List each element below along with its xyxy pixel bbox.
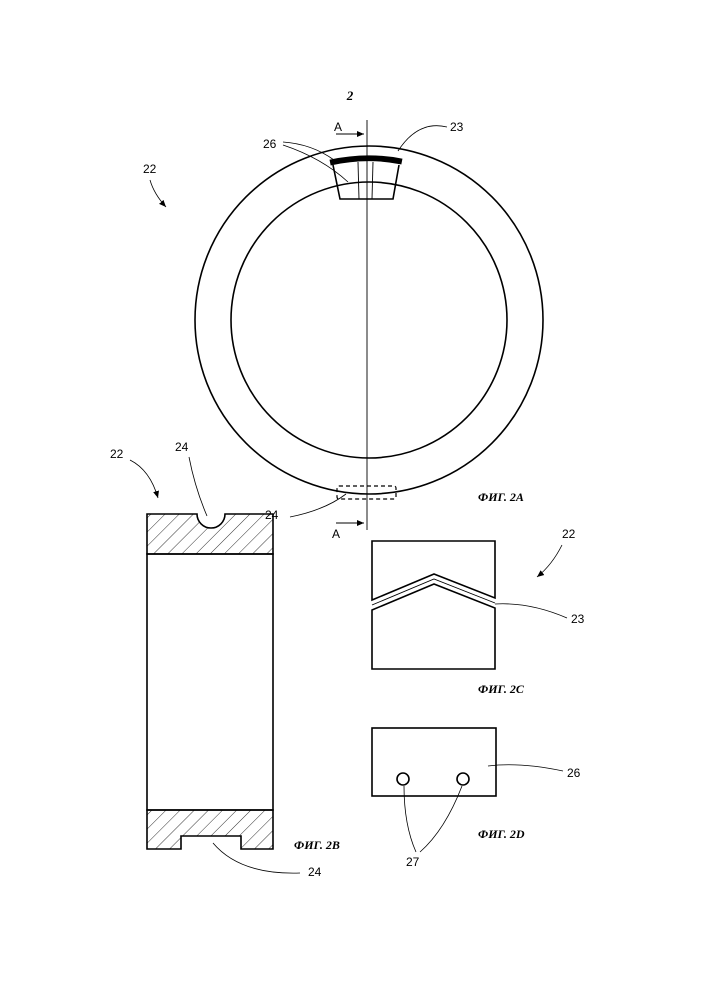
caption-fig-2d: ФИГ. 2D bbox=[478, 827, 525, 841]
hole-left bbox=[397, 773, 409, 785]
ring-inner-edge bbox=[231, 182, 507, 458]
section-letter-top: A bbox=[334, 120, 342, 134]
page-number: 2 bbox=[346, 88, 354, 103]
leader-groove-top-2b bbox=[189, 457, 207, 516]
caption-fig-2a: ФИГ. 2А bbox=[478, 490, 524, 504]
label-holes-2d: 27 bbox=[406, 855, 420, 869]
section-letter-bottom: A bbox=[332, 527, 340, 541]
leader-strip-2a bbox=[398, 126, 447, 151]
hole-right bbox=[457, 773, 469, 785]
leader-insert-2d bbox=[488, 765, 563, 771]
caption-fig-2b: ФИГ. 2В bbox=[294, 838, 340, 852]
label-strip-2c: 23 bbox=[571, 612, 585, 626]
label-insert-2a: 26 bbox=[263, 137, 277, 151]
leader-strip-2c bbox=[495, 604, 567, 618]
arrow-ring-2c bbox=[537, 545, 562, 577]
figure-2c: 22 23 ФИГ. 2С bbox=[372, 527, 585, 696]
upper-block bbox=[372, 541, 495, 600]
strip-element bbox=[330, 156, 402, 165]
label-groove-top-2b: 24 bbox=[175, 440, 189, 454]
label-insert-2d: 26 bbox=[567, 766, 581, 780]
figure-2b: 22 24 24 ФИГ. 2В bbox=[110, 440, 340, 879]
label-ring-2c: 22 bbox=[562, 527, 576, 541]
label-groove-bottom-2b: 24 bbox=[308, 865, 322, 879]
caption-fig-2c: ФИГ. 2С bbox=[478, 682, 525, 696]
label-strip-2a: 23 bbox=[450, 120, 464, 134]
insert-slot-line-left bbox=[358, 162, 359, 199]
arrow-ring-2a bbox=[150, 180, 166, 207]
insert-slot-line-right bbox=[372, 162, 373, 199]
top-hatched-band bbox=[147, 514, 273, 554]
middle-body bbox=[147, 554, 273, 810]
insert-plate bbox=[372, 728, 496, 796]
figure-2a: A A 22 23 26 24 ФИГ. 2А bbox=[143, 120, 543, 541]
figure-2d: 26 27 ФИГ. 2D bbox=[372, 728, 581, 869]
bottom-hatched-band bbox=[147, 810, 273, 849]
arrow-ring-2b bbox=[130, 460, 158, 498]
lower-block bbox=[372, 584, 495, 669]
label-ring-2a: 22 bbox=[143, 162, 157, 176]
label-ring-2b: 22 bbox=[110, 447, 124, 461]
